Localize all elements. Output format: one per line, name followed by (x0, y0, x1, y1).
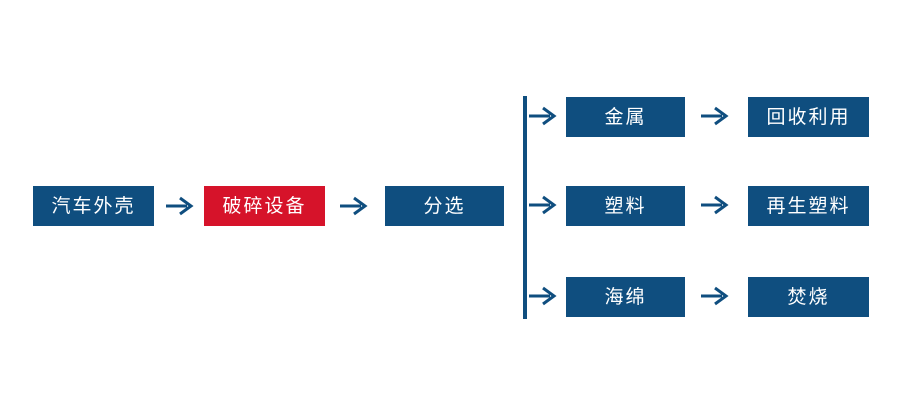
node-regenerated-plastic[interactable]: 再生塑料 (748, 186, 869, 226)
arrow-sorting-to-plastic (528, 193, 558, 217)
node-sponge[interactable]: 海绵 (566, 277, 685, 317)
node-automobile-shell[interactable]: 汽车外壳 (33, 186, 154, 226)
node-recycling-reuse[interactable]: 回收利用 (748, 97, 869, 137)
node-metal[interactable]: 金属 (566, 97, 685, 137)
arrow-sorting-to-metal (528, 104, 558, 128)
node-crushing-equipment[interactable]: 破碎设备 (204, 186, 325, 226)
node-plastic[interactable]: 塑料 (566, 186, 685, 226)
arrow-shell-to-crusher (165, 194, 195, 218)
node-sorting[interactable]: 分选 (385, 186, 504, 226)
arrow-sponge-to-incineration (700, 284, 730, 308)
arrow-metal-to-recycle (700, 104, 730, 128)
arrow-sorting-to-sponge (528, 284, 558, 308)
arrow-plastic-to-regenerated (700, 193, 730, 217)
branch-bus-line (523, 96, 527, 319)
arrow-crusher-to-sorting (339, 194, 369, 218)
node-incineration[interactable]: 焚烧 (748, 277, 869, 317)
